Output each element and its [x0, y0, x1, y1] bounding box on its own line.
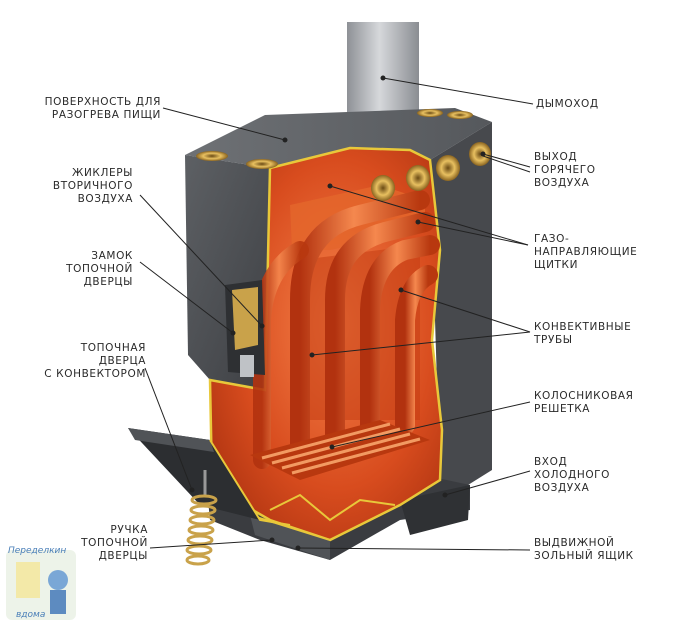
label-convection-pipes: КОНВЕКТИВНЫЕ ТРУБЫ — [534, 321, 632, 346]
label-secondary-air-jets: ЖИКЛЕРЫ ВТОРИЧНОГО ВОЗДУХА — [52, 167, 133, 205]
leader-lines — [139, 75, 534, 551]
label-door-lock: ЗАМОК ТОПОЧНОЙ ДВЕРЦЫ — [66, 250, 133, 288]
watermark-line2: вдома — [16, 610, 46, 620]
label-door-handle: РУЧКА ТОПОЧНОЙ ДВЕРЦЫ — [81, 524, 148, 562]
watermark-logo: Переделкин вдома — [2, 540, 92, 626]
firebox-door — [128, 428, 291, 526]
hot-air-outlets — [371, 142, 491, 201]
label-hot-air-outlet: ВЫХОД ГОРЯЧЕГО ВОЗДУХА — [534, 151, 596, 189]
secondary-air-jets — [196, 109, 473, 169]
label-chimney: ДЫМОХОД — [536, 98, 599, 110]
door-lock — [225, 280, 265, 377]
door-handle-spring — [185, 470, 218, 566]
label-grate: КОЛОСНИКОВАЯ РЕШЕТКА — [534, 390, 634, 415]
convection-pipes — [253, 190, 440, 469]
label-firebox-door: ТОПОЧНАЯ ДВЕРЦА С КОНВЕКТОРОМ — [44, 342, 146, 380]
watermark-line1: Переделкин — [8, 546, 67, 556]
label-ash-drawer: ВЫДВИЖНОЙ ЗОЛЬНЫЙ ЯЩИК — [534, 537, 634, 562]
label-gas-deflectors: ГАЗО- НАПРАВЛЯЮЩИЕ ЩИТКИ — [534, 233, 638, 271]
label-cooking-surface: ПОВЕРХНОСТЬ ДЛЯ РАЗОГРЕВА ПИЩИ — [44, 96, 161, 121]
label-cold-air-inlet: ВХОД ХОЛОДНОГО ВОЗДУХА — [534, 456, 611, 494]
